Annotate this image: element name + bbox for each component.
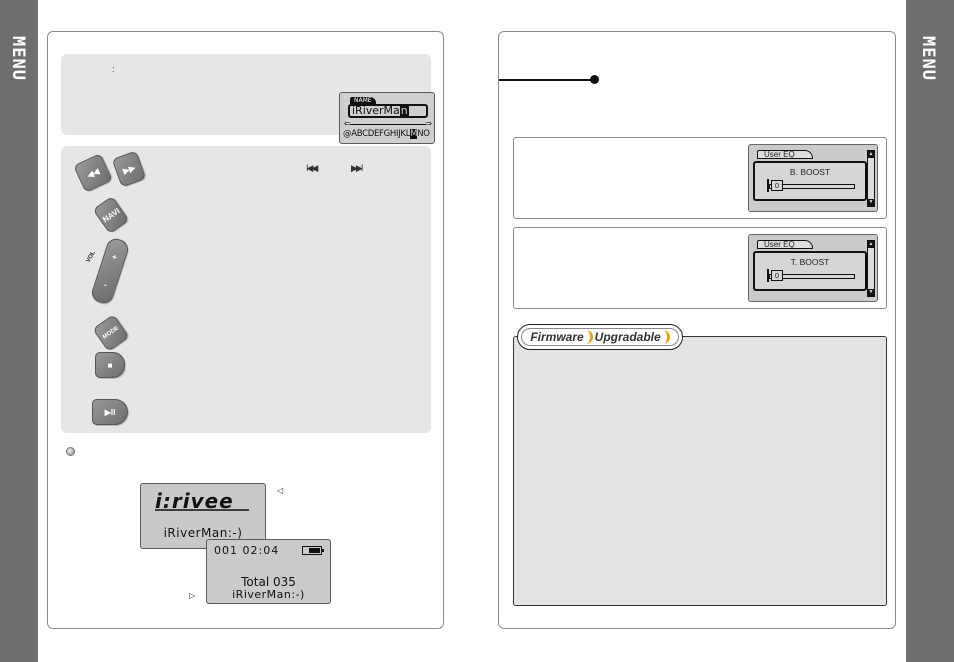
right-side-tab-label: MENU <box>918 36 938 81</box>
bass-boost-value: 0 <box>771 180 783 191</box>
mode-button-icon: MODE <box>92 314 130 352</box>
firmware-box <box>513 336 887 606</box>
name-tag: NAME <box>350 97 376 104</box>
bass-boost-box: User EQ ▲ ▼ B. BOOST 0 <box>513 137 887 219</box>
treble-boost-lcd: User EQ ▲ ▼ T. BOOST 0 <box>748 234 878 302</box>
bass-boost-panel: B. BOOST 0 <box>753 161 867 201</box>
name-field-text: iRiverMa <box>352 104 400 117</box>
scroll-up-icon: ▲ <box>868 241 874 248</box>
name-lcd-screen: NAME iRiverMan ⇐ ⇒ @ABCDEFGHIJKLMNO <box>339 92 435 144</box>
bass-boost-slider[interactable] <box>769 184 855 189</box>
scroll-up-icon: ▲ <box>868 151 874 158</box>
upgradable-word: Upgradable <box>594 330 661 344</box>
prev-inline-icon: I◀◀ <box>306 163 318 173</box>
vol-plus-label: + <box>110 252 119 263</box>
treble-boost-slider[interactable] <box>769 274 855 279</box>
battery-icon <box>302 546 324 555</box>
firmware-arc-icon <box>584 330 593 344</box>
name-field-cursor: n <box>399 104 409 117</box>
iriver-logo: i:rivee <box>155 490 249 512</box>
right-page: User EQ ▲ ▼ B. BOOST 0 User EQ ▲ ▼ T. BO… <box>498 31 896 629</box>
firmware-badge-inner: Firmware Upgradable <box>521 328 679 346</box>
arrow-right-icon: ⇒ <box>425 119 432 128</box>
treble-boost-title: T. BOOST <box>790 257 830 267</box>
prev-button-icon: ◀◀ <box>73 153 113 193</box>
bass-slider-knob <box>767 179 769 192</box>
treble-slider-knob <box>767 269 769 282</box>
buttons-box: ◀◀ ▶▶ I◀◀ ▶▶I NAVI VOL + - MODE ■ ▶II <box>61 146 431 433</box>
next-inline-icon: ▶▶I <box>351 163 363 173</box>
name-arrows: ⇐ ⇒ <box>344 119 432 128</box>
treble-boost-value: 0 <box>771 270 783 281</box>
right-side-tab: MENU <box>906 0 954 662</box>
name-setting-box: : NAME iRiverMan ⇐ ⇒ @ABCDEFGHIJKLMNO <box>61 54 435 144</box>
treble-eq-tab: User EQ <box>757 240 813 249</box>
vol-minus-label: - <box>102 280 109 290</box>
volume-rocker-icon: + - <box>89 236 131 306</box>
startup-display: i:rivee iRiverMan:-) <box>140 483 266 549</box>
total-tracks-text: Total 035 <box>241 575 296 589</box>
name-input-field[interactable]: iRiverMan <box>348 104 428 118</box>
svg-text:i:rivee: i:rivee <box>155 490 234 512</box>
left-side-tab: MENU <box>0 0 38 662</box>
playback-display: 001 02:04 Total 035 iRiverMan:-) <box>206 539 331 604</box>
startup-display-text: iRiverMan:-) <box>163 526 243 540</box>
pointer-dot <box>590 75 599 84</box>
display-marker-2: ▷ <box>189 591 196 600</box>
stop-button-icon: ■ <box>95 352 125 378</box>
left-side-tab-label: MENU <box>8 36 28 81</box>
battery-fill <box>309 548 320 553</box>
pointer-line <box>499 79 593 81</box>
alphabet-after: NO <box>417 129 430 139</box>
bass-boost-lcd: User EQ ▲ ▼ B. BOOST 0 <box>748 144 878 212</box>
name-colon: : <box>112 64 115 74</box>
scroll-down-icon: ▼ <box>868 289 874 296</box>
upgradable-arc-icon <box>661 330 670 344</box>
alphabet-selected: M <box>410 129 418 139</box>
arrow-line <box>350 124 426 125</box>
treble-boost-panel: T. BOOST 0 <box>753 251 867 291</box>
alphabet-before: @ABCDEFGHIJKL <box>343 129 411 139</box>
firmware-upgradable-badge: Firmware Upgradable <box>517 324 683 350</box>
bass-eq-tab: User EQ <box>757 150 813 159</box>
playback-name-text: iRiverMan:-) <box>232 588 305 601</box>
play-pause-button-icon: ▶II <box>92 399 128 425</box>
bass-boost-title: B. BOOST <box>789 167 831 177</box>
track-time-text: 001 02:04 <box>214 544 280 557</box>
scroll-down-icon: ▼ <box>868 199 874 206</box>
vol-label: VOL <box>85 250 97 264</box>
bass-scrollbar[interactable]: ▲ ▼ <box>867 150 875 207</box>
arrow-left-icon: ⇐ <box>344 119 351 128</box>
next-button-icon: ▶▶ <box>111 150 147 188</box>
left-page: : NAME iRiverMan ⇐ ⇒ @ABCDEFGHIJKLMNO ◀◀… <box>47 31 444 629</box>
alphabet-selector[interactable]: @ABCDEFGHIJKLMNO <box>343 129 435 139</box>
treble-scrollbar[interactable]: ▲ ▼ <box>867 240 875 297</box>
display-marker-1: ◁ <box>277 486 284 495</box>
navi-button-icon: NAVI <box>92 195 130 235</box>
treble-boost-box: User EQ ▲ ▼ T. BOOST 0 <box>513 227 887 309</box>
bullet-icon <box>66 447 75 456</box>
firmware-word: Firmware <box>530 330 584 344</box>
